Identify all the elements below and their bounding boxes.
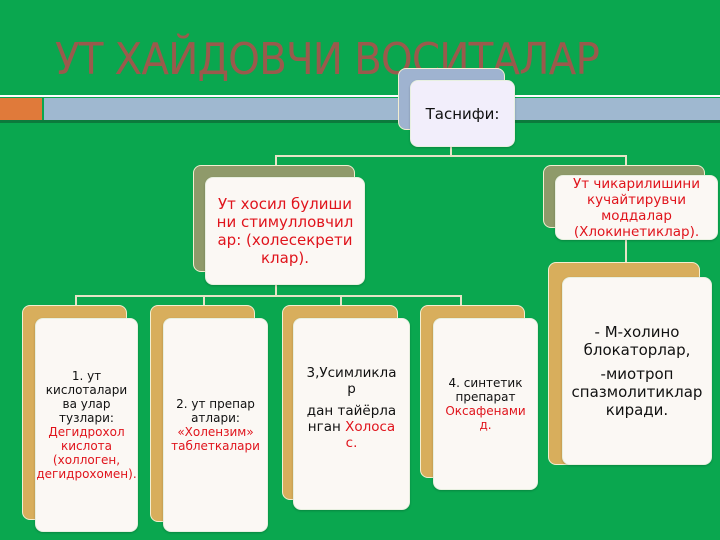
leaf-node-bile-acids: 1. ут кислоталари ва улар тузлари: Дегид…: [35, 318, 138, 532]
root-label: Таснифи:: [425, 104, 500, 123]
branch-label: Ут хосил булишини стимулловчилар: (холес…: [216, 195, 354, 267]
connector: [75, 295, 77, 307]
connector: [450, 147, 452, 157]
leaf-node-bile-preparations: 2. ут препаратлари: «Холензим» таблеткал…: [163, 318, 268, 532]
divider-line: [0, 95, 720, 97]
root-node: Таснифи:: [410, 80, 515, 147]
leaf-text-red: Оксафенамид.: [445, 404, 526, 432]
leaf-text-red: Дегидрохол кислота (холлоген, дегидрохом…: [36, 425, 137, 481]
leaf-node-cholekinetics: - М-холино блокаторлар, -миотроп спазмол…: [562, 277, 712, 465]
connector: [275, 285, 277, 296]
accent-bar-blue: [44, 98, 720, 120]
leaf-text-red: .: [353, 435, 358, 451]
connector: [625, 155, 627, 167]
leaf-text: дан тайёрланган Холосас.: [304, 403, 399, 451]
leaf-text: 1. ут кислоталари ва улар тузлари:: [45, 369, 128, 425]
connector: [625, 240, 627, 264]
branch-label: Ут чикарилишини кучайтирувчи моддалар (Х…: [572, 175, 701, 240]
divider-shadow: [0, 120, 720, 123]
branch-node-cholekinetics: Ут чикарилишини кучайтирувчи моддалар (Х…: [555, 175, 718, 240]
connector: [75, 295, 462, 297]
connector: [275, 155, 277, 167]
leaf-node-plant-preparations: 3,Усимликлар дан тайёрланган Холосас.: [293, 318, 410, 510]
connector: [275, 155, 627, 157]
branch-node-choleretics: Ут хосил булишини стимулловчилар: (холес…: [205, 177, 365, 285]
leaf-text-part: дан тайёрланган: [306, 403, 397, 435]
connector: [340, 295, 342, 307]
leaf-node-synthetic: 4. синтетик препарат Оксафенамид.: [433, 318, 538, 490]
leaf-text-red: «Холензим» таблеткалари: [171, 425, 260, 453]
leaf-text: 2. ут препаратлари:: [176, 397, 255, 425]
leaf-text: -миотроп спазмолитиклар киради.: [571, 365, 703, 419]
leaf-text-red: Холосас: [345, 419, 396, 451]
connector: [460, 295, 462, 307]
accent-bar-orange: [0, 98, 42, 120]
leaf-text: 4. синтетик препарат: [448, 376, 523, 404]
leaf-text: - М-холино блокаторлар,: [583, 323, 691, 359]
slide-title: УТ ХАЙДОВЧИ ВОСИТАЛАР: [55, 34, 600, 85]
leaf-text: 3,Усимликлар: [306, 365, 397, 397]
connector: [203, 295, 205, 307]
